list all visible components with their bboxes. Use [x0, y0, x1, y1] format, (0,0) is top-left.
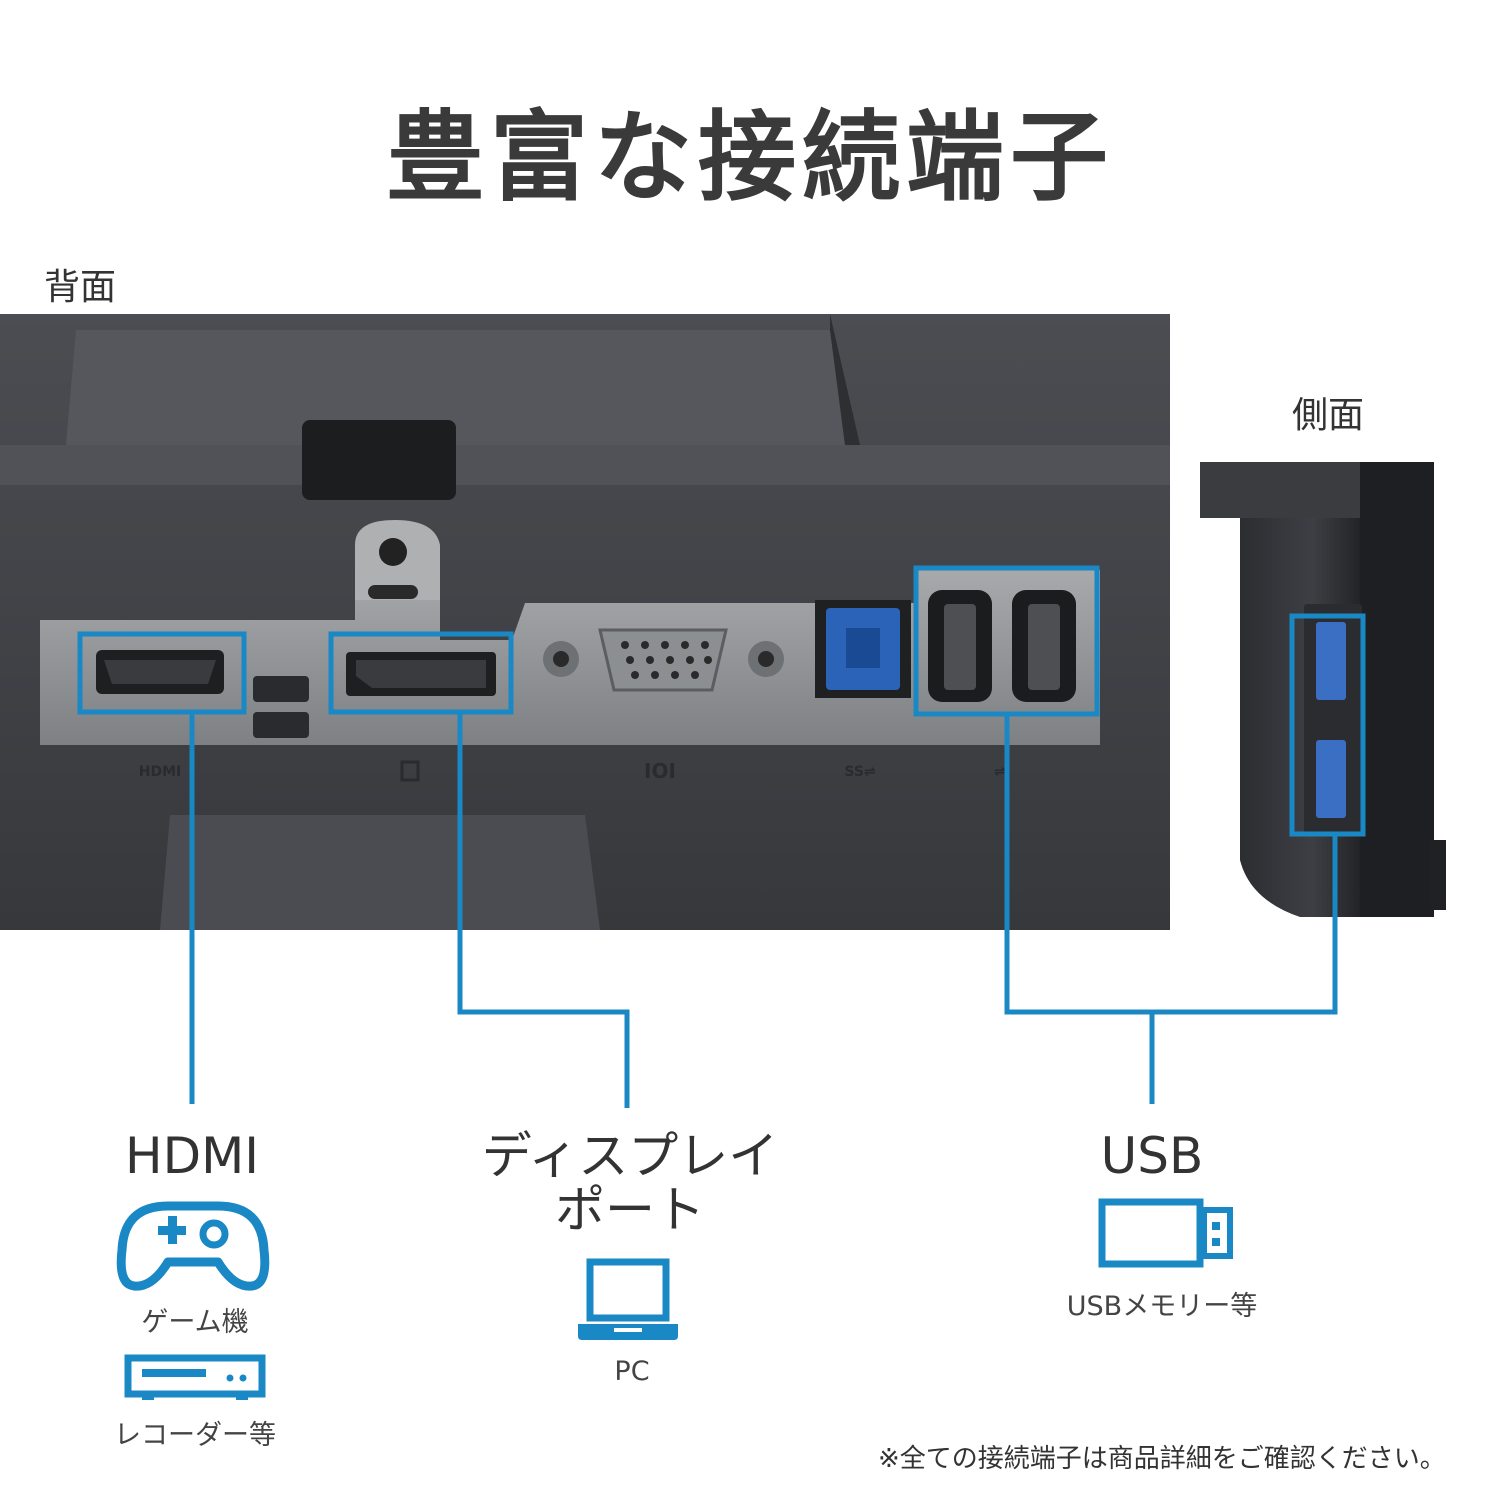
game-console-label: ゲーム機 — [141, 1307, 249, 1338]
laptop-icon — [578, 1258, 678, 1340]
hdmi-label: HDMI — [125, 1127, 259, 1185]
page-title: 豊富な接続端子 — [385, 101, 1114, 215]
usb-marking: ⇌ — [994, 764, 1006, 780]
displayport-label-line1: ディスプレイ — [481, 1127, 779, 1185]
hdmi-marking: HDMI — [139, 764, 181, 780]
recorder-label: レコーダー等 — [114, 1420, 276, 1451]
dp-marking-icon — [400, 760, 420, 782]
gamepad-icon — [116, 1201, 270, 1291]
connector-lines — [77, 565, 1366, 1108]
recorder-icon — [124, 1354, 266, 1400]
usb-ss-marking: SS⇌ — [844, 764, 876, 780]
back-panel-photo — [0, 314, 1170, 930]
pc-label: PC — [614, 1356, 650, 1387]
usb-label: USB — [1100, 1127, 1204, 1185]
side-panel-photo — [1200, 462, 1446, 917]
usb-stick-icon — [1098, 1198, 1233, 1268]
back-section-label: 背面 — [44, 267, 117, 308]
displayport-label-line2: ポート — [555, 1181, 705, 1239]
vga-marking: IOI — [644, 759, 676, 783]
side-section-label: 側面 — [1292, 395, 1365, 436]
usb-memory-label: USBメモリー等 — [1066, 1291, 1258, 1322]
footnote: ※全ての接続端子は商品詳細をご確認ください。 — [878, 1444, 1446, 1474]
